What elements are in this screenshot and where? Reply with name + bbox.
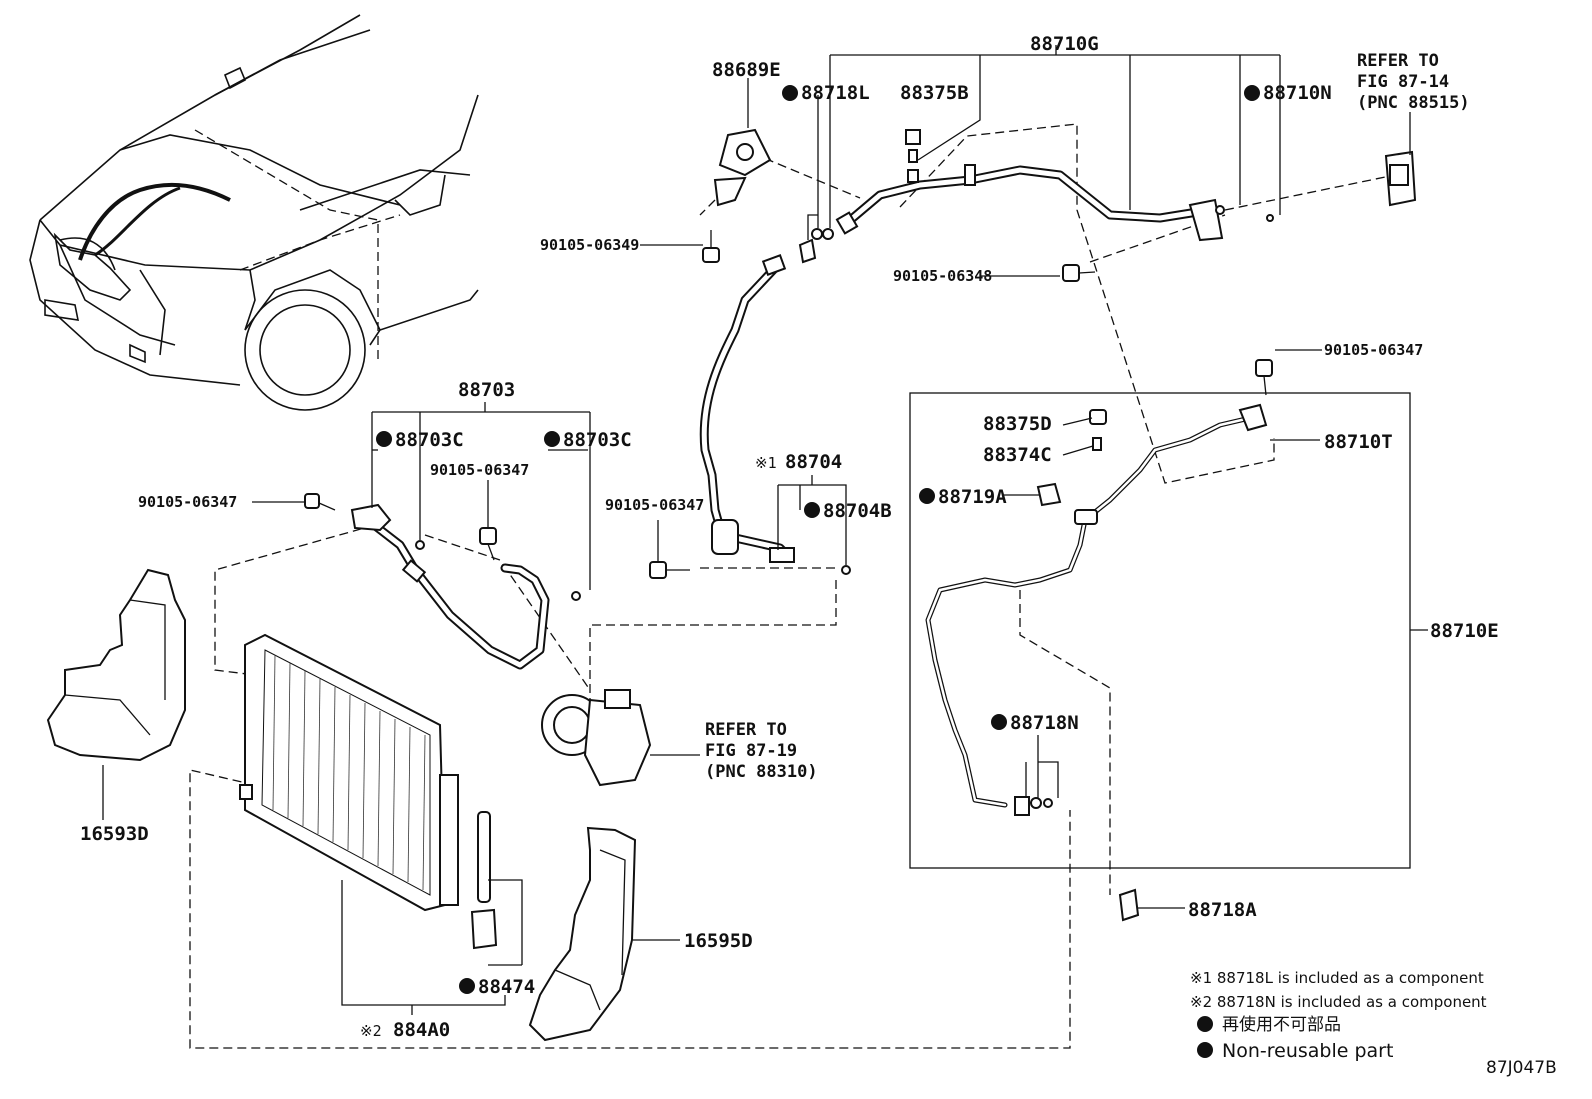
label-88718A: 88718A (1188, 899, 1257, 921)
nonreusable-marker (1244, 85, 1260, 101)
bolt-90105-06347-middle (649, 561, 690, 579)
desiccant-88474 (470, 811, 498, 950)
legend-marker-jp (1197, 1016, 1213, 1032)
label-88710E: 88710E (1430, 620, 1499, 642)
vehicle-illustration (29, 14, 479, 411)
label-16593D: 16593D (80, 823, 149, 845)
label-refer-87-19-line3: (PNC 88310) (705, 762, 818, 782)
leader-lines (102, 45, 1428, 1015)
label-refer-87-14-line1: REFER TO (1357, 51, 1439, 71)
label-16595D: 16595D (684, 930, 753, 952)
label-88718N: 88718N (1010, 712, 1079, 734)
label-refer-87-19-line1: REFER TO (705, 720, 787, 740)
label-88718L: 88718L (801, 82, 870, 104)
nonreusable-marker (544, 431, 560, 447)
pipe-88710G (835, 164, 1224, 242)
label-88710G: 88710G (1030, 33, 1099, 55)
part-labels: 88710G 88689E 88718L 88375B 88710N REFER… (80, 33, 1499, 1041)
bracket-88689E (713, 128, 772, 207)
label-90105-06347-right: 90105-06347 (1324, 341, 1423, 359)
legend-note-1: ※1 88718L is included as a component (1190, 969, 1484, 987)
phantom-lines (189, 123, 1396, 1049)
label-88374C: 88374C (983, 444, 1052, 466)
label-88710N: 88710N (1263, 82, 1332, 104)
label-refer-87-19-line2: FIG 87-19 (705, 741, 797, 761)
label-88703C-left: 88703C (395, 429, 464, 451)
label-88375B: 88375B (900, 82, 969, 104)
label-88710T: 88710T (1324, 431, 1393, 453)
discharge-hose-88703 (350, 503, 550, 670)
label-88375D: 88375D (983, 413, 1052, 435)
bolts (304, 230, 1273, 579)
small-parts (415, 129, 1417, 922)
compressor (541, 689, 652, 787)
nonreusable-marker (782, 85, 798, 101)
bolt-90105-06347-right (1255, 359, 1273, 396)
nonreusable-marker (919, 488, 935, 504)
label-88704B: 88704B (823, 500, 892, 522)
label-88704-prefix: ※1 (755, 454, 777, 472)
liquid-pipe-88710E (925, 403, 1268, 808)
label-88704: 88704 (785, 451, 842, 473)
label-88703: 88703 (458, 379, 515, 401)
label-refer-87-14-line3: (PNC 88515) (1357, 93, 1470, 113)
nonreusable-marker (991, 714, 1007, 730)
bolt-90105-06348 (1062, 264, 1096, 282)
label-refer-87-14-line2: FIG 87-14 (1357, 72, 1449, 92)
figure-id: 87J047B (1486, 1058, 1557, 1078)
label-884A0-prefix: ※2 (360, 1022, 382, 1040)
bolt-90105-06349 (702, 230, 720, 263)
nonreusable-marker (804, 502, 820, 518)
legend-en: Non-reusable part (1222, 1040, 1393, 1062)
legend-jp: 再使用不可部品 (1222, 1014, 1341, 1035)
legend-note-2: ※2 88718N is included as a component (1190, 993, 1487, 1011)
bolt-90105-06347-left (304, 493, 336, 511)
label-90105-06349: 90105-06349 (540, 236, 639, 254)
legend-marker-en (1197, 1042, 1213, 1058)
label-88689E: 88689E (712, 59, 781, 81)
bolt-90105-06347-center (479, 527, 497, 561)
label-88703C-right: 88703C (563, 429, 632, 451)
legend: ※1 88718L is included as a component ※2 … (1190, 969, 1557, 1078)
nonreusable-marker (459, 978, 475, 994)
label-88474: 88474 (478, 976, 535, 998)
condenser-884A0 (239, 633, 459, 912)
label-90105-06347-middle: 90105-06347 (605, 496, 704, 514)
suction-hose (699, 254, 795, 563)
label-884A0: 884A0 (393, 1019, 450, 1041)
shield-16593D (46, 568, 186, 762)
label-90105-06347-left: 90105-06347 (138, 493, 237, 511)
label-88719A: 88719A (938, 486, 1007, 508)
label-90105-06348: 90105-06348 (893, 267, 992, 285)
nonreusable-marker (376, 431, 392, 447)
label-90105-06347-center: 90105-06347 (430, 461, 529, 479)
shield-16595D (528, 826, 637, 1042)
